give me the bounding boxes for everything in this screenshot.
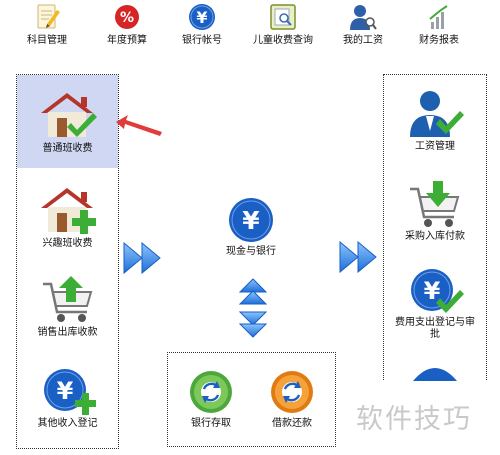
svg-text:¥: ¥ [424,277,441,305]
module-label-line2: 批 [430,329,440,340]
module-label: 采购入库付款 [405,231,465,242]
toolbar-label: 科目管理 [27,35,67,46]
income-module-panel: 普通班收费 兴趣班收费 销售出库收款 ¥ 其他收入登记 [16,74,119,449]
module-label: 现金与银行 [226,246,276,257]
module-salary-management[interactable]: 工资管理 [384,89,486,159]
toolbar-label: 年度预算 [107,35,147,46]
module-interest-class-fee[interactable]: 兴趣班收费 [17,184,118,250]
double-arrow-right-icon [123,241,161,275]
expense-module-panel: 工资管理 采购入库付款 ¥ 费用支出登记与审 批 [383,74,487,381]
double-arrow-right-icon [339,240,377,274]
cart-down-icon [410,181,460,227]
module-regular-class-fee[interactable]: 普通班收费 [17,75,118,168]
toolbar-item-my-salary[interactable]: 我的工资 [343,2,383,47]
toolbar-label: 银行帐号 [182,35,222,46]
bar-chart-icon [429,5,448,29]
module-label: 借款还款 [272,418,312,429]
double-arrow-vertical-icon [238,278,268,338]
orange-refresh-icon [271,371,313,413]
yen-coin-icon: ¥ [189,4,215,30]
toolbar-item-subject-management[interactable]: 科目管理 [27,2,67,47]
module-other-income[interactable]: ¥ 其他收入登记 [17,365,118,431]
toolbar-label: 我的工资 [343,35,383,46]
module-label: 普通班收费 [42,143,93,154]
green-refresh-icon [190,371,232,413]
pointer-arrow-icon [116,115,162,136]
user-search-icon [350,5,377,30]
module-loan-repayment[interactable]: 借款还款 [259,369,325,435]
percent-badge-icon: % [115,5,139,29]
watermark-text: 软件技巧 [356,404,472,435]
module-label: 兴趣班收费 [42,238,93,249]
toolbar-label: 儿童收费查询 [253,35,313,46]
toolbar-item-bank-account[interactable]: ¥ 银行帐号 [182,2,222,47]
toolbar-item-financial-report[interactable]: 财务报表 [419,2,459,47]
yen-coin-icon: ¥ [229,198,273,242]
module-cash-and-bank[interactable]: ¥ 现金与银行 [213,196,289,262]
house-plus-icon [40,188,96,234]
module-label: 银行存取 [191,418,231,429]
module-label: 销售出库收款 [37,327,98,338]
module-expense-registration-approval[interactable]: ¥ 费用支出登记与审 批 [384,265,486,345]
top-toolbar: 科目管理 % 年度预算 ¥ 银行帐号 儿童收费查询 我的工资 [0,0,500,52]
toolbar-item-child-fee-query[interactable]: 儿童收费查询 [253,2,313,47]
module-label: 其他收入登记 [37,418,98,429]
toolbar-item-annual-budget[interactable]: % 年度预算 [107,2,147,47]
module-label-line1: 费用支出登记与审 [395,317,475,328]
yen-plus-icon: ¥ [43,369,96,415]
module-purchase-inbound-payment[interactable]: 采购入库付款 [384,179,486,249]
search-document-icon [270,4,296,30]
house-check-icon [40,93,97,137]
module-label: 工资管理 [415,141,455,152]
module-sales-outbound-receipt[interactable]: 销售出库收款 [17,274,118,340]
yen-coin-icon[interactable] [407,367,463,381]
bank-operation-panel: 银行存取 借款还款 [167,352,336,447]
yen-check-icon: ¥ [411,269,464,313]
svg-text:%: % [120,10,134,26]
module-bank-deposit-withdraw[interactable]: 银行存取 [178,369,244,435]
svg-text:¥: ¥ [196,8,207,27]
cart-up-icon [42,276,92,322]
person-check-icon [410,91,464,137]
svg-text:¥: ¥ [242,206,260,235]
toolbar-label: 财务报表 [419,35,459,46]
svg-text:¥: ¥ [56,377,73,405]
pencil-notepad-icon [37,4,60,29]
